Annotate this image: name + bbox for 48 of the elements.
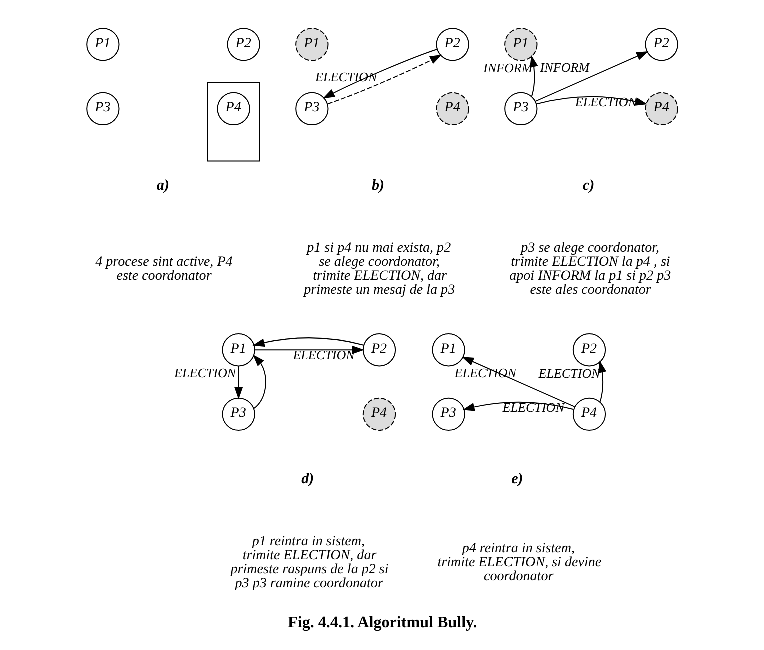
node-circle: P2 [436,28,469,62]
label: b) [371,178,384,194]
label: p3 se alege coordonator, trimite ELECTION la p4 , si apoi INFORM la p1 si p2 p3 este ales coordonator [509,240,671,298]
node-circle: P4 [362,398,396,431]
label: c) [582,178,594,194]
edge-label: INFORM [482,60,532,76]
node-circle: P4 [216,92,250,126]
label: p1 reintra in sistem, trimite ELECTION, dar primeste raspuns de la p2 si p3 p3 ramine coordonator [230,533,388,592]
label: 4 procese sint active, P4 este coordonator [95,254,232,284]
arrow [252,354,266,410]
node-circle: P1 [432,334,465,367]
node-circle: P1 [295,28,328,62]
label: p1 si p4 nu mai exista, p2 se alege coordonator, trimite ELECTION, dar primeste un mesaj de la p3 [304,240,455,298]
label: e) [511,471,523,488]
edge-label: ELECTION [538,366,600,381]
edge-label: ELECTION [502,400,564,415]
arrow [234,366,243,400]
arrow [462,402,574,412]
node-circle: P2 [644,28,678,62]
arrow [461,356,575,408]
arrow [254,346,364,354]
label: p4 reintra in sistem, trimite ELECTION, si devine coordonator [437,540,602,584]
cluster [206,82,260,162]
node-circle: P1 [222,334,255,367]
caption: Fig. 4.4.1. Algoritmul Bully. [288,614,477,632]
arrow [322,49,437,99]
node-circle: P3 [504,92,538,126]
edge-label: INFORM [540,60,590,76]
label: d) [301,471,314,488]
arrow [252,338,364,348]
label: a) [156,178,169,194]
arrow [598,360,606,403]
node-circle: P2 [572,334,606,367]
node-circle: P2 [226,28,260,62]
node-circle: P2 [362,334,396,367]
node-circle: P1 [86,28,120,62]
arrow [535,51,648,102]
node-circle: P4 [572,398,606,431]
node-circle: P4 [436,92,469,126]
edge-label: ELECTION [174,365,236,380]
node-circle: P3 [295,92,328,126]
arrow [327,54,442,105]
node-circle: P4 [644,92,678,126]
edge-label: ELECTION [292,348,354,363]
node-circle: P3 [222,398,255,431]
node-circle: P3 [86,92,120,126]
node-circle: P1 [504,28,538,62]
node-circle: P3 [432,398,465,431]
